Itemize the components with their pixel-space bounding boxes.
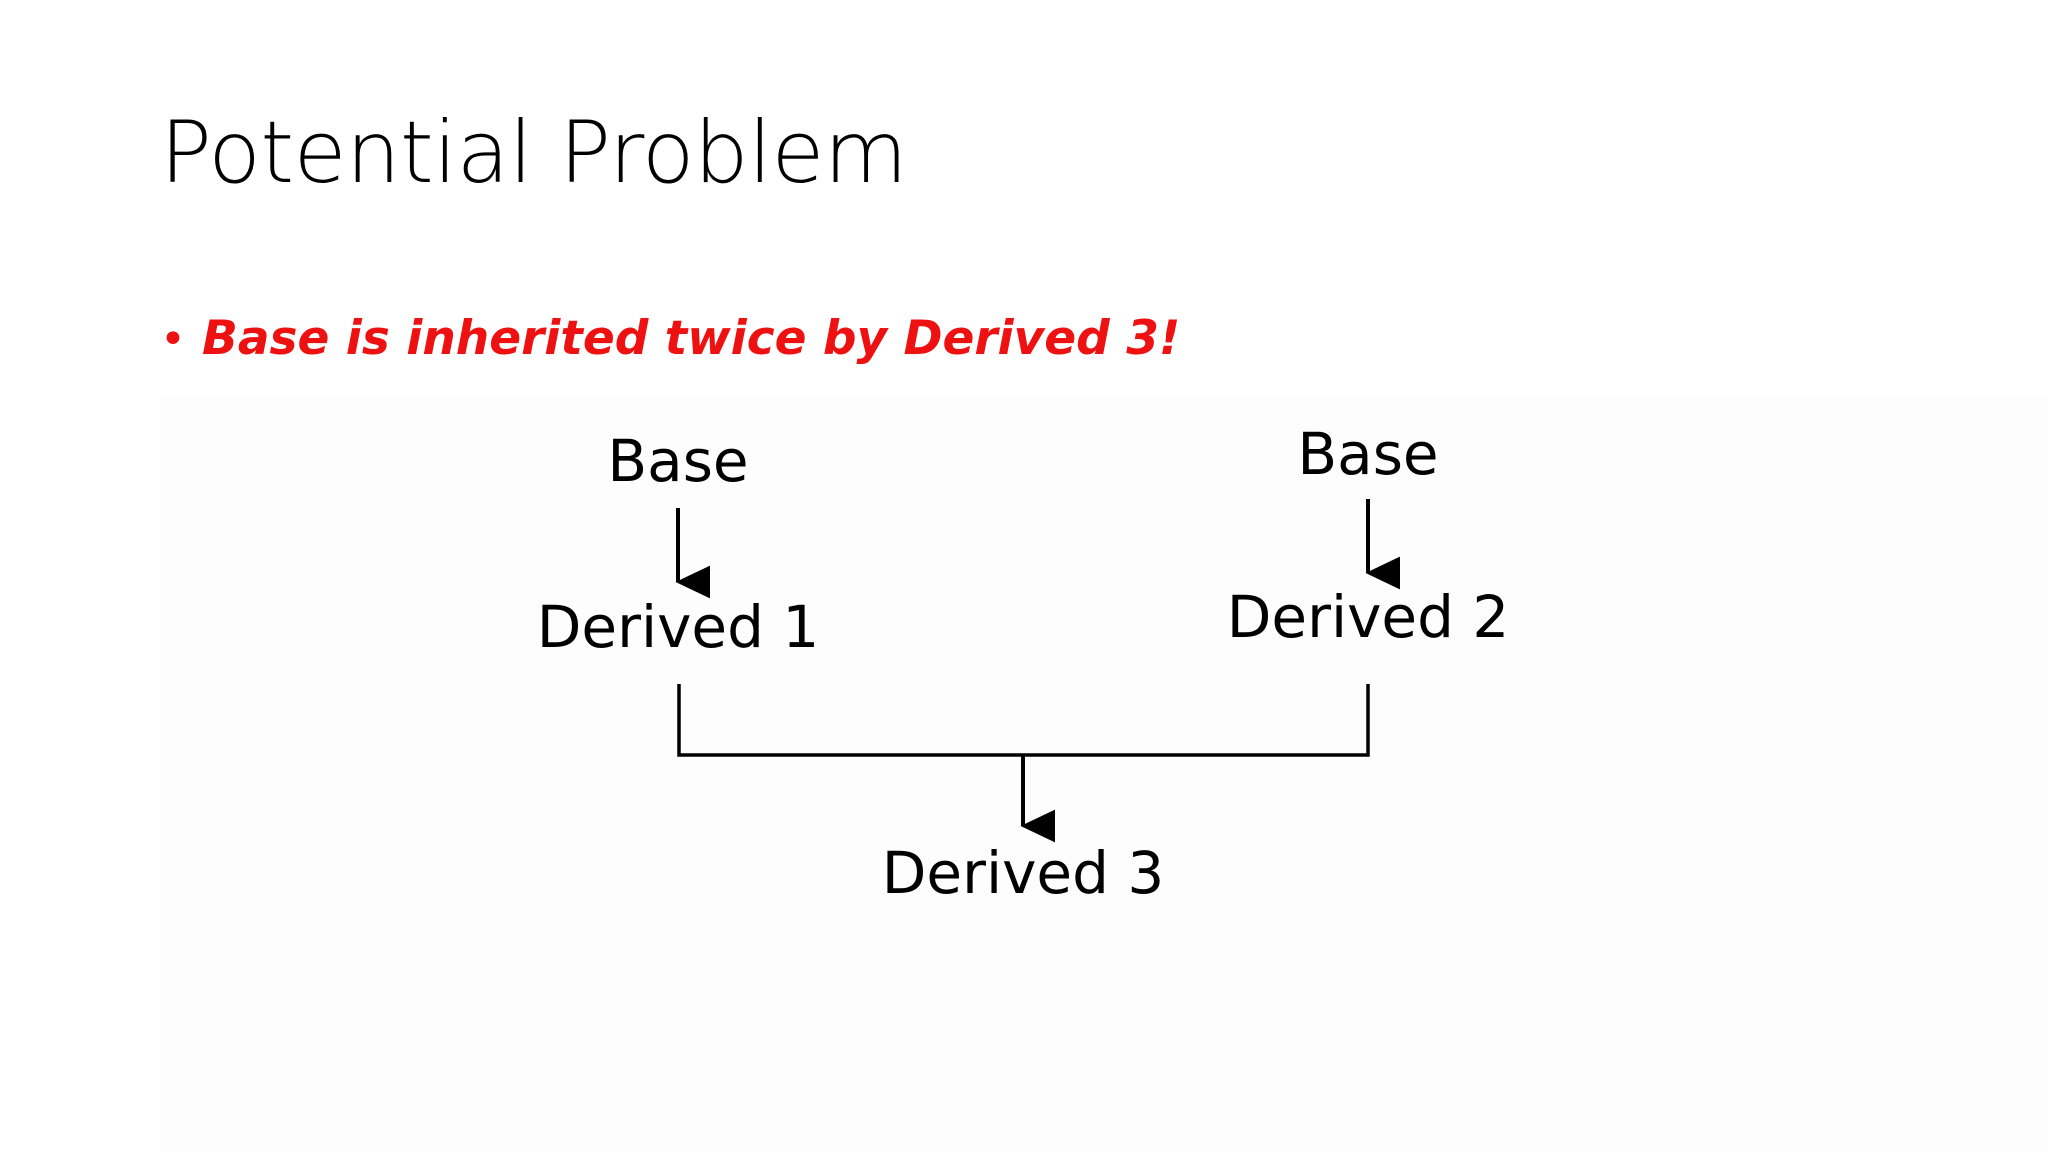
diagram-node-base-left: Base [607,427,749,495]
diagram-node-derived-3: Derived 3 [881,839,1165,907]
bullet-item-label: Base is inherited twice by Derived 3! [202,311,1181,366]
page-title: Potential Problem [160,103,908,203]
diagram-node-derived-1: Derived 1 [536,593,820,661]
content-placeholder-panel [160,396,2048,1152]
bullet-list-item: • Base is inherited twice by Derived 3! [160,311,1860,366]
bullet-dot-icon: • [160,314,186,365]
diagram-node-derived-2: Derived 2 [1226,583,1510,651]
diagram-node-base-right: Base [1297,420,1439,488]
